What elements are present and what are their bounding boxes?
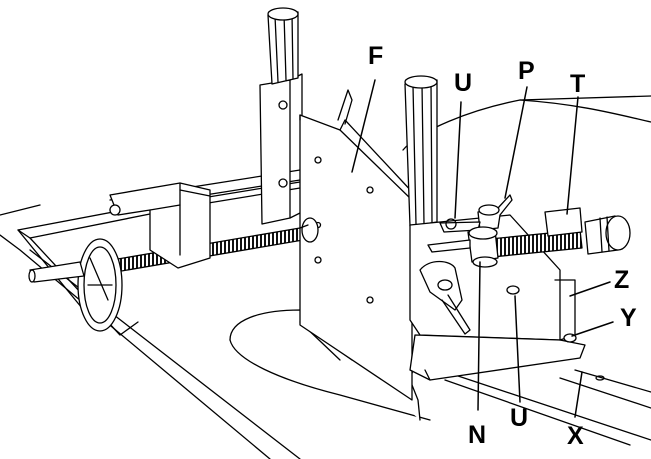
washer-u-top (445, 218, 457, 230)
callout-f: F (368, 42, 384, 70)
carriage-block (109, 182, 211, 269)
tall-knob-front (404, 75, 438, 227)
callout-p: P (518, 57, 535, 85)
callout-t: T (570, 70, 586, 98)
threaded-rod-right (479, 207, 631, 259)
callout-z: Z (614, 266, 630, 294)
tall-knob-back (267, 7, 299, 85)
callout-x: X (567, 422, 584, 450)
leader-lines (351, 79, 614, 418)
hand-wheel (28, 238, 123, 332)
clamp-lever (419, 260, 471, 335)
callout-u-bottom: U (510, 404, 529, 432)
back-bracket (259, 73, 303, 225)
miter-slot (439, 369, 651, 446)
callout-n: N (468, 421, 487, 449)
face-plate (299, 89, 416, 401)
callout-y: Y (620, 304, 637, 332)
rod-collar (299, 217, 319, 243)
callout-u-top: U (454, 69, 473, 97)
wing-nut-n (427, 226, 499, 268)
